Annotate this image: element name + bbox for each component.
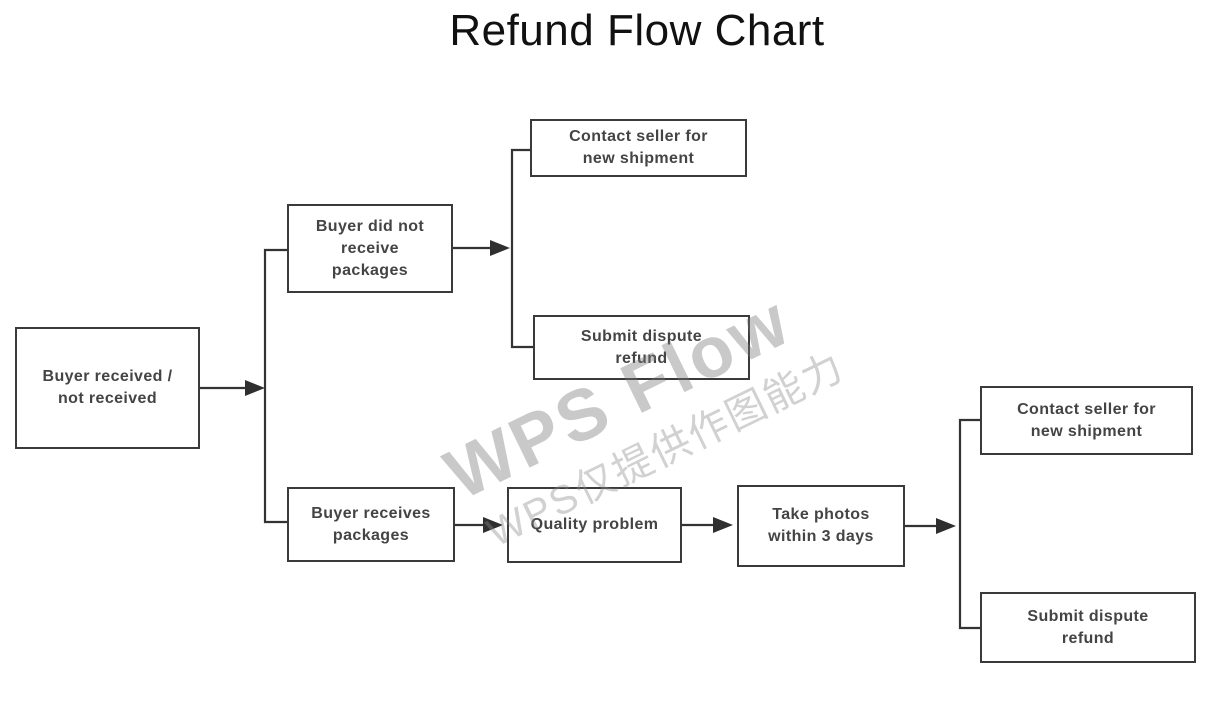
- node-label: Quality problem: [530, 516, 659, 533]
- arrowhead-icon: [483, 517, 503, 533]
- node-buyer-receives-packages: Buyer receives packages: [287, 487, 455, 562]
- node-label: Buyer received / not received: [42, 368, 173, 407]
- node-label: Take photos within 3 days: [768, 506, 874, 545]
- arrowhead-icon: [490, 240, 510, 256]
- node-label: Buyer receives packages: [311, 504, 431, 544]
- node-contact-seller-new-shipment-right: Contact seller for new shipment: [980, 386, 1193, 455]
- edge-branch-right-bracket: [958, 418, 980, 630]
- node-label: Submit dispute refund: [580, 327, 703, 367]
- arrowhead-icon: [713, 517, 733, 533]
- edge-branch-left-bracket: [263, 248, 287, 524]
- node-take-photos-within-3-days: Take photos within 3 days: [737, 485, 905, 567]
- node-buyer-did-not-receive-packages: Buyer did not receive packages: [287, 204, 453, 293]
- arrowhead-icon: [936, 518, 956, 534]
- node-label: Contact seller for new shipment: [569, 128, 708, 167]
- node-quality-problem: Quality problem: [507, 487, 682, 563]
- node-label: Submit dispute refund: [1027, 607, 1149, 647]
- node-contact-seller-new-shipment-top: Contact seller for new shipment: [530, 119, 747, 177]
- node-label: Contact seller for new shipment: [1017, 400, 1156, 440]
- chart-title: Refund Flow Chart: [449, 6, 825, 55]
- arrowhead-icon: [245, 380, 265, 396]
- node-buyer-received-or-not: Buyer received / not received: [15, 327, 200, 449]
- node-label: Buyer did not receive packages: [315, 217, 425, 279]
- node-submit-dispute-refund-top: Submit dispute refund: [533, 315, 750, 380]
- edge-branch-mid-bracket: [510, 148, 533, 349]
- node-submit-dispute-refund-right: Submit dispute refund: [980, 592, 1196, 663]
